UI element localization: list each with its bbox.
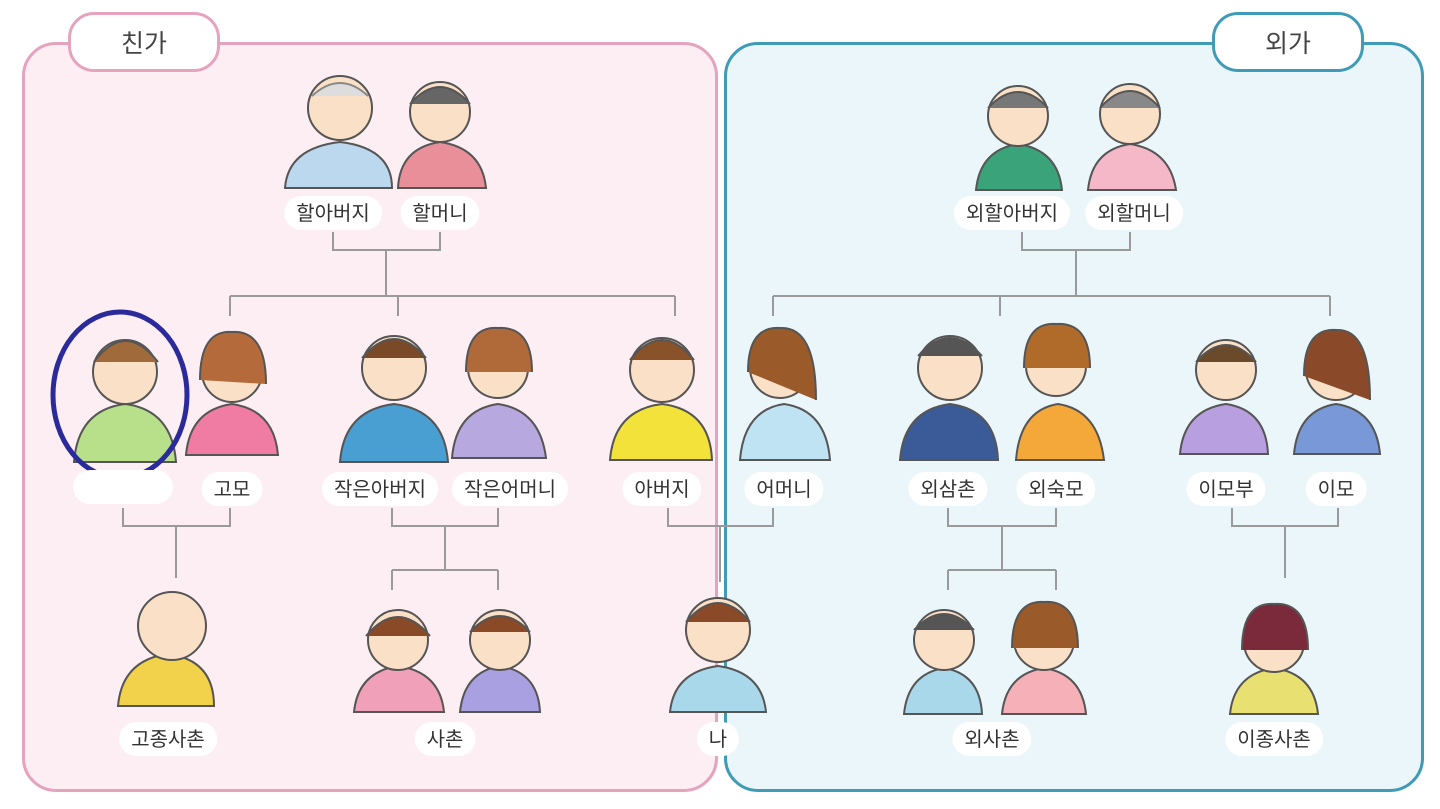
label-aunt: 고모 bbox=[201, 472, 263, 506]
label-maternal-aunt: 이모 bbox=[1305, 472, 1367, 506]
cousin-aunt-side-figure bbox=[116, 591, 216, 707]
maternal-cousin-boy-figure bbox=[902, 609, 984, 715]
uncle-wife-figure bbox=[450, 326, 548, 459]
label-maternal-aunt-husband: 이모부 bbox=[1186, 472, 1266, 506]
father-figure bbox=[608, 337, 714, 461]
label-maternal-grandmother: 외할머니 bbox=[1085, 196, 1183, 230]
maternal-grandmother-figure bbox=[1086, 83, 1178, 191]
label-cousin-aunt-side: 고종사촌 bbox=[119, 722, 217, 756]
mother-figure bbox=[738, 326, 832, 461]
cousin-boy-figure bbox=[458, 609, 542, 713]
maternal-aunt-cousin-figure bbox=[1228, 602, 1320, 715]
label-mother: 어머니 bbox=[744, 472, 824, 506]
label-maternal-grandfather: 외할아버지 bbox=[954, 196, 1070, 230]
label-maternal-cousin: 외사촌 bbox=[952, 722, 1032, 756]
aunt-husband-figure bbox=[72, 339, 178, 463]
cousin-girl-figure bbox=[352, 609, 446, 713]
uncle-figure bbox=[338, 335, 450, 463]
label-maternal-aunt-cousin: 이종사촌 bbox=[1225, 722, 1323, 756]
label-grandfather: 할아버지 bbox=[284, 196, 382, 230]
label-uncle: 작은아버지 bbox=[322, 472, 438, 506]
me-figure bbox=[668, 597, 768, 713]
maternal-cousin-girl-figure bbox=[1000, 600, 1088, 715]
maternal-grandfather-figure bbox=[974, 85, 1064, 191]
maternal-aunt-figure bbox=[1292, 328, 1382, 455]
label-grandmother: 할머니 bbox=[400, 196, 480, 230]
aunt-figure bbox=[184, 330, 280, 456]
label-father: 아버지 bbox=[622, 472, 702, 506]
connector-lines bbox=[122, 232, 1339, 590]
grandfather-figure bbox=[283, 75, 394, 189]
label-aunt-husband bbox=[73, 470, 173, 504]
paternal-title: 친가 bbox=[68, 12, 220, 72]
label-maternal-uncle-wife: 외숙모 bbox=[1016, 472, 1096, 506]
label-maternal-uncle: 외삼촌 bbox=[908, 472, 988, 506]
maternal-title: 외가 bbox=[1212, 12, 1364, 72]
maternal-uncle-figure bbox=[898, 335, 1000, 461]
grandmother-figure bbox=[396, 81, 488, 189]
label-me: 나 bbox=[696, 722, 740, 756]
maternal-uncle-wife-figure bbox=[1014, 322, 1106, 461]
label-cousin: 사촌 bbox=[414, 722, 476, 756]
maternal-aunt-husband-figure bbox=[1178, 339, 1270, 455]
label-uncle-wife: 작은어머니 bbox=[452, 472, 568, 506]
